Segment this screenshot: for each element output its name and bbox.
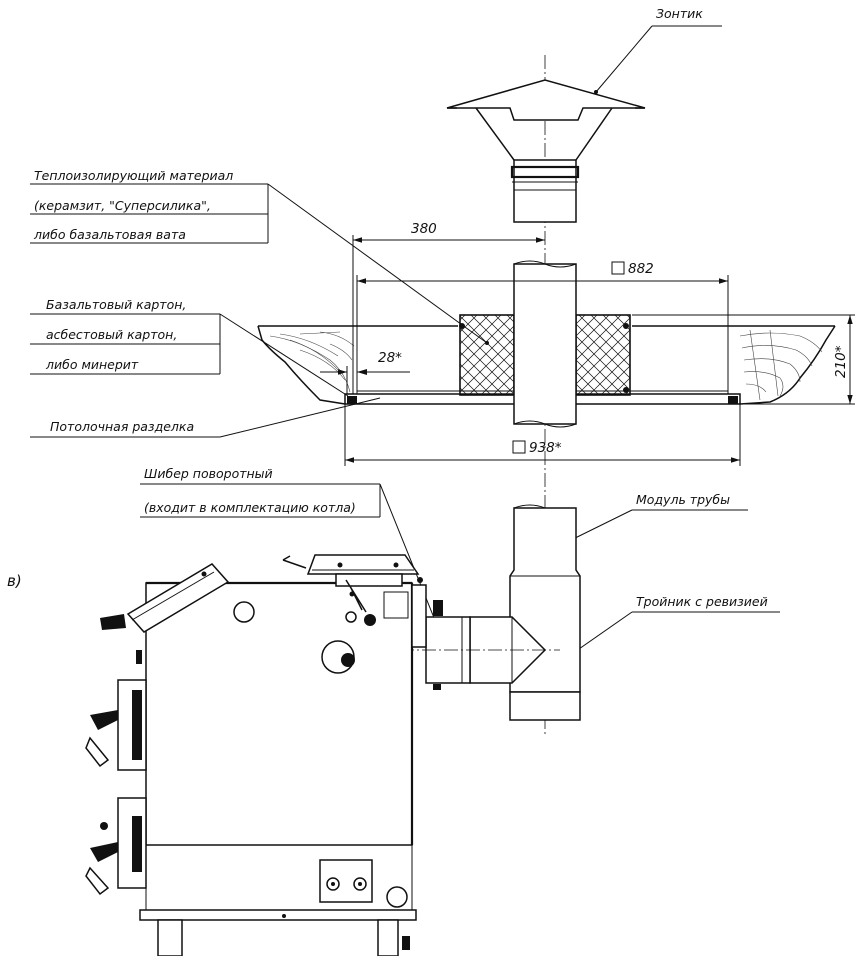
label-view-letter: в) — [7, 572, 22, 590]
dim-380: 380 — [411, 221, 437, 237]
label-umbrella: Зонтик — [656, 6, 703, 21]
label-pipe-module: Модуль трубы — [636, 492, 730, 507]
label-board-1: Базальтовый картон, — [46, 297, 186, 312]
dim-882: 882 — [628, 261, 654, 277]
callout-leaders — [30, 25, 780, 674]
dim-210: 210* — [833, 345, 849, 378]
label-board-2: асбестовый картон, — [46, 327, 177, 342]
chimney-pipe — [513, 260, 577, 428]
label-insulation-1: Теплоизолирующий материал — [34, 168, 233, 183]
dimension-lines — [320, 235, 855, 466]
label-insulation-2: (керамзит, "Суперсилика", — [34, 198, 211, 213]
dim-28: 28* — [378, 350, 402, 366]
label-ceiling-cut: Потолочная разделка — [50, 419, 194, 434]
label-damper-1: Шибер поворотный — [144, 466, 273, 481]
umbrella-assembly — [446, 79, 646, 223]
label-tee: Тройник с ревизией — [636, 594, 768, 609]
label-damper-2: (входит в комплектацию котла) — [144, 500, 356, 515]
dim-938: 938* — [529, 440, 562, 456]
boiler — [85, 554, 427, 956]
tee-with-revision — [400, 600, 560, 690]
pipe-module — [509, 504, 581, 721]
label-board-3: либо минерит — [45, 357, 139, 372]
label-insulation-3: либо базальтовая вата — [33, 227, 186, 242]
